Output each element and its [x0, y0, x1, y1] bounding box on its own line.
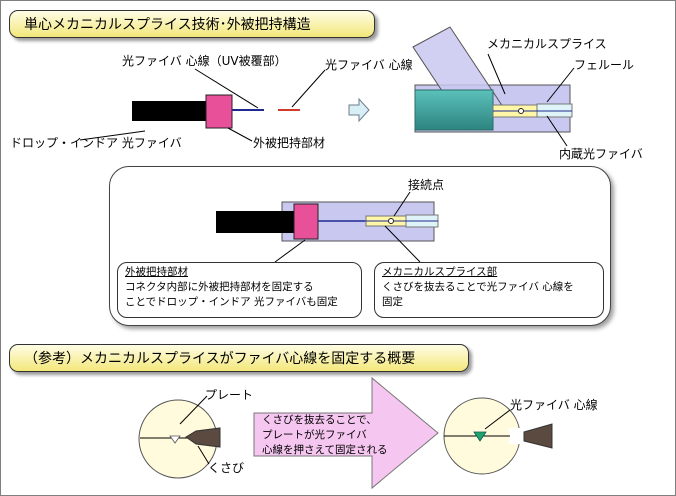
jacket-note-line2: ことでドロップ・インドア 光ファイバも固定 [125, 296, 338, 308]
label-connection-point: 接続点 [408, 178, 445, 192]
label-bare-fiber: 光ファイバ 心線 [325, 58, 413, 72]
leader-internal [546, 115, 568, 147]
transition-arrow [348, 97, 370, 123]
reference-title-text: （参考）メカニカルスプライスがファイバ心線を固定する概要 [24, 351, 416, 367]
splice-note-title: メカニカルスプライス部 [382, 266, 498, 278]
splice-point [518, 108, 524, 114]
jacket-holder-note: 外被把持部材 コネクタ内部に外被把持部材を固定する ことでドロップ・インドア 光… [117, 262, 362, 318]
arrow-text-line1: くさびを抜去ることで、 [262, 414, 377, 426]
leader-coated [194, 68, 259, 109]
leader-jacket-box [274, 239, 306, 263]
arrow-text-line2: プレートが光ファイバ [262, 429, 367, 441]
label-coated-fiber: 光ファイバ 心線（UV被覆部） [122, 54, 287, 68]
label-internal-fiber: 内蔵光ファイバ [559, 147, 643, 161]
label-fiber-after: 光ファイバ 心線 [510, 398, 598, 412]
leader-fiber-after [484, 409, 511, 430]
jacket-holder [205, 94, 233, 129]
arrow-text-line3: 心線を押さえて固定される [262, 444, 388, 456]
detail-drop-jacket [216, 211, 294, 233]
leader-drop [79, 130, 146, 141]
label-plate: プレート [205, 388, 254, 402]
pressed-fiber [473, 431, 487, 442]
leader-wedge [197, 445, 210, 465]
label-drop-fiber: ドロップ・インドア 光ファイバ [10, 136, 182, 150]
drop-fiber-jacket [132, 101, 206, 121]
detail-jacket-holder [293, 203, 319, 240]
leader-connection-point [393, 191, 411, 217]
leader-jacket [227, 127, 253, 142]
wedge-inserted [185, 427, 221, 448]
title-banner: 単心メカニカルスプライス技術･外被把持構造 [9, 10, 375, 38]
leader-ferrule [546, 67, 575, 103]
label-wedge: くさび [208, 461, 245, 475]
title-text: 単心メカニカルスプライス技術･外被把持構造 [24, 17, 311, 33]
leader-bare [291, 69, 326, 108]
splice-note-line2: 固定 [382, 296, 403, 308]
reference-banner: （参考）メカニカルスプライスがファイバ心線を固定する概要 [9, 344, 469, 372]
leader-splice-box [384, 225, 421, 263]
wedge-removed [523, 423, 553, 449]
label-jacket-holder: 外被把持部材 [253, 136, 326, 150]
leader-plate [179, 395, 208, 425]
process-arrow [253, 376, 439, 490]
teal-base [414, 89, 494, 131]
splice-note-line1: くさびを抜去ることで光ファイバ 心線を [382, 281, 574, 293]
jacket-note-title: 外被把持部材 [125, 266, 188, 278]
groove-before [169, 435, 181, 444]
leader-mech-splice [487, 53, 506, 95]
splice-note: メカニカルスプライス部 くさびを抜去ることで光ファイバ 心線を 固定 [374, 262, 604, 318]
label-mech-splice: メカニカルスプライス [487, 37, 607, 51]
detail-splice-point [388, 218, 394, 224]
slot-after [509, 428, 523, 444]
label-ferrule: フェルール [574, 58, 635, 72]
jacket-note-line1: コネクタ内部に外被把持部材を固定する [125, 281, 314, 293]
